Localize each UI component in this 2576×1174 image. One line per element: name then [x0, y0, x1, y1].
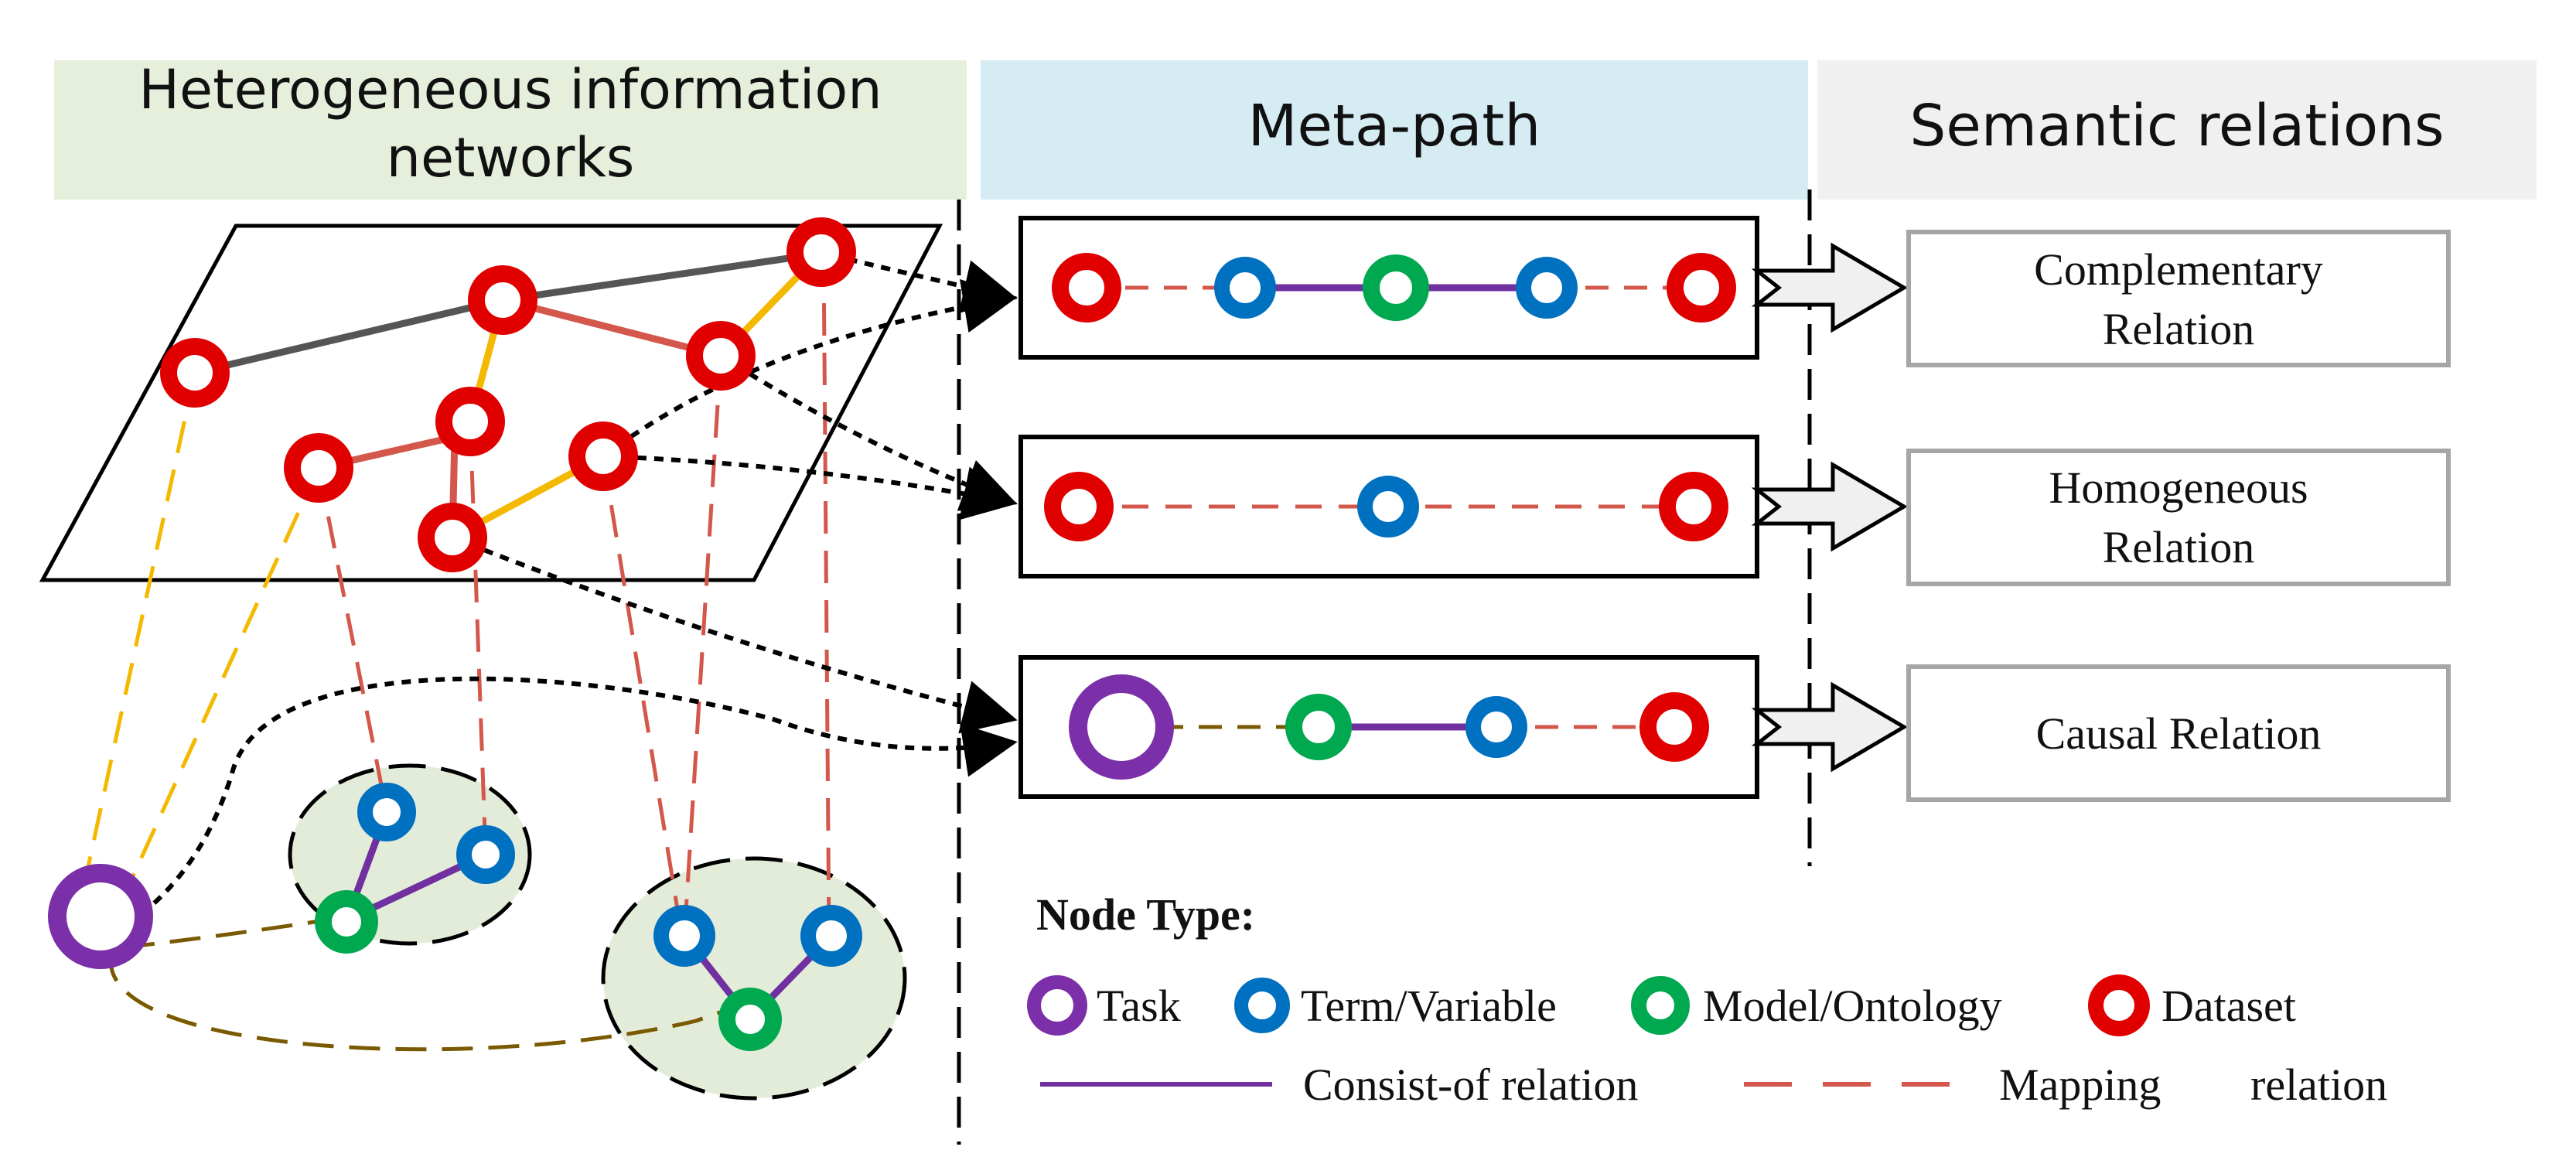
model-node-icon — [1631, 976, 1690, 1035]
dataset-node-icon — [160, 338, 230, 408]
legend: Node Type: Task Term/Variable Model/Onto… — [1027, 889, 2387, 1110]
relation-box-homogeneous: Homogeneous Relation — [1906, 449, 2451, 586]
task-link — [108, 950, 747, 1052]
dotted-arrow — [602, 454, 1018, 520]
model-node-icon — [1363, 254, 1429, 321]
dataset-node-icon — [418, 503, 487, 572]
dataset-node-icon — [786, 217, 856, 287]
legend-task-label: Task — [1097, 981, 1181, 1031]
dotted-arrow — [602, 279, 1018, 459]
dataset-node-icon — [686, 321, 756, 391]
block-arrow-icon — [1751, 461, 1908, 552]
term-node-icon — [800, 905, 862, 967]
block-arrow-icon — [1751, 242, 1908, 333]
mapping-link — [601, 456, 683, 929]
relation-box-complementary: Complementary Relation — [1906, 230, 2451, 367]
metapath-header-title: Meta-path — [1248, 93, 1541, 159]
legend-model-label: Model/Ontology — [1703, 981, 2002, 1031]
network-edge — [499, 296, 725, 360]
dataset-node-icon — [1052, 253, 1121, 323]
cluster-term-model-2 — [601, 856, 907, 1101]
task-link — [123, 918, 326, 950]
mapping-link — [84, 372, 197, 875]
dataset-node-icon — [284, 433, 353, 503]
metapath-box-complementary — [1018, 216, 1759, 360]
model-node-icon — [1285, 694, 1352, 760]
relation-complementary-line1: Complementary — [2034, 244, 2323, 295]
relation-homogeneous-line2: Relation — [2103, 522, 2255, 572]
network-edge — [191, 296, 507, 377]
model-node-icon — [718, 988, 782, 1051]
dotted-arrow — [451, 535, 1018, 734]
relation-complementary-line2: Relation — [2103, 304, 2255, 354]
model-node-icon — [315, 890, 378, 954]
dotted-arrow — [126, 676, 1018, 927]
mapping-link — [468, 421, 488, 855]
term-node-icon — [1465, 696, 1527, 758]
dataset-node-icon — [568, 421, 638, 491]
metapath-arrows — [126, 253, 1018, 927]
dataset-node-icon — [2088, 974, 2150, 1036]
legend-term-label: Term/Variable — [1301, 981, 1557, 1031]
dataset-node-icon — [1667, 253, 1736, 323]
mapping-link — [821, 253, 831, 937]
term-node-icon — [456, 825, 515, 884]
term-node-icon — [357, 783, 416, 841]
cluster-nodes — [315, 783, 862, 1051]
dataset-node-icon — [435, 387, 505, 456]
relation-homogeneous-line1: Homogeneous — [2049, 462, 2308, 513]
relation-box-causal: Causal Relation — [1906, 664, 2451, 802]
plane-nodes — [160, 217, 856, 572]
mapping-link — [123, 466, 321, 895]
task-links — [108, 918, 747, 1052]
block-arrow-icon — [1751, 681, 1908, 773]
term-node-icon — [653, 905, 715, 967]
dataset-node-icon — [1044, 472, 1114, 541]
network-edge — [499, 250, 824, 304]
legend-mapping-relation-label: relation — [2250, 1060, 2387, 1110]
semantic-header-title: Semantic relations — [1909, 93, 2444, 159]
hin-header: Heterogeneous information networks — [54, 58, 967, 200]
mapping-links — [84, 253, 831, 937]
metapath-box-homogeneous — [1018, 435, 1759, 578]
task-node-icon — [1027, 975, 1087, 1036]
metapath-header: Meta-path — [981, 60, 1808, 200]
task-node-icon — [1069, 674, 1174, 780]
hin-header-title-line2: networks — [387, 126, 635, 189]
semantic-header: Semantic relations — [1817, 60, 2537, 200]
dataset-node-icon — [1639, 692, 1709, 762]
dataset-node-icon — [1659, 472, 1728, 541]
legend-dataset-label: Dataset — [2161, 981, 2296, 1031]
dataset-node-icon — [468, 265, 537, 335]
block-arrows — [1751, 242, 1908, 773]
mapping-link — [316, 467, 389, 813]
hin-header-title-line1: Heterogeneous information — [138, 58, 882, 121]
task-node-icon — [48, 864, 153, 969]
term-node-icon — [1516, 257, 1578, 319]
legend-mapping-label: Mapping — [1999, 1060, 2161, 1110]
term-node-icon — [1234, 978, 1290, 1033]
term-node-icon — [1214, 257, 1276, 319]
metapath-box-causal — [1018, 655, 1759, 799]
term-node-icon — [1357, 476, 1419, 538]
legend-title: Node Type: — [1036, 889, 1255, 940]
legend-consist-label: Consist-of relation — [1303, 1060, 1638, 1110]
relation-causal-label: Causal Relation — [2036, 708, 2322, 759]
dotted-arrow — [831, 253, 1018, 313]
